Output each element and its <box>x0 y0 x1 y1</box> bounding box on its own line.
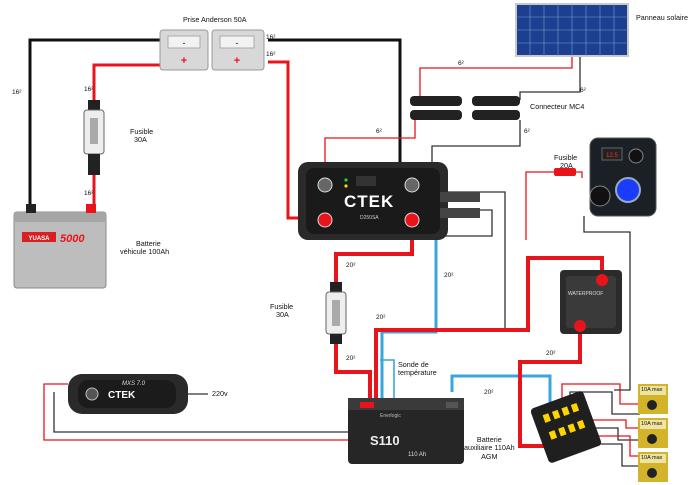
wire-black-load-3 <box>590 443 640 467</box>
mc4-label: Connecteur MC4 <box>530 102 585 111</box>
load-switch-3 <box>638 452 668 482</box>
wire-black-solar-mc4 <box>519 56 581 100</box>
wire-label-6-mc4-a: 6² <box>376 128 382 135</box>
battery-aux-line2: auxiliaire 110Ah <box>464 443 515 453</box>
aux-battery-brand: Enerlogic <box>380 413 401 419</box>
wire-red-fuse-small-b <box>574 171 583 178</box>
fuse-top-label: Fusible 30A <box>130 127 154 145</box>
load-switch-1 <box>638 384 668 414</box>
anderson-label: Prise Anderson 50A <box>183 15 247 24</box>
wire-black-usb <box>583 216 631 391</box>
wire-label-20-battery: 20² <box>346 355 356 362</box>
wire-red-load-3 <box>590 435 640 457</box>
wire-blue-battery-distrib <box>450 374 552 410</box>
battery-vehicle-label: Batterie véhicule 100Ah <box>120 239 170 257</box>
wire-label-20-red: 20² <box>376 314 386 321</box>
load-rating-3: 10A max <box>641 455 663 461</box>
wire-red-battery-breaker <box>374 256 604 402</box>
aux-battery <box>348 398 464 464</box>
battery-vehicle-line2: véhicule 100Ah <box>120 247 170 257</box>
wire-label-16-fuse-bot: 16² <box>84 190 94 197</box>
wire-label-20-blue-b: 20² <box>484 389 494 396</box>
load-switch-2 <box>638 418 668 448</box>
wire-red-solar-mc4 <box>419 56 573 98</box>
temp-probe-line1: Sonde de <box>398 360 429 369</box>
circuit-breaker <box>560 270 622 334</box>
fuse-top <box>83 100 105 175</box>
wire-red-mc4-ctek <box>324 120 416 185</box>
wire-blue-probe <box>380 359 395 402</box>
charger-voltage-label: 220v <box>212 389 228 398</box>
load-rating-1: 10A max <box>641 387 663 393</box>
wire-red-fuse-small <box>525 171 556 240</box>
wire-label-6-solar-a: 6² <box>458 60 464 67</box>
svg-text:+: + <box>181 55 187 67</box>
wire-black-battery-anderson <box>28 38 160 212</box>
mc4-connectors <box>410 96 520 120</box>
wire-label-16-fuse-top: 16² <box>84 86 94 93</box>
battery-aux-line1: Batterie <box>476 435 502 444</box>
svg-text:12.5: 12.5 <box>606 153 618 159</box>
anderson-plug: - - + + <box>159 29 265 71</box>
dcdc-brand: CTEK <box>344 192 395 211</box>
temp-probe-line2: température <box>398 368 437 378</box>
fuse-mid <box>325 282 347 344</box>
fuse-small-label: Fusible 20A <box>554 153 578 171</box>
temp-probe-label: Sonde de température <box>398 360 437 378</box>
charger-brand: CTEK <box>108 390 136 401</box>
wire-label-16-left: 16² <box>12 89 22 96</box>
vehicle-battery: YUASA <box>13 204 107 289</box>
solar-panel <box>515 3 629 57</box>
fuse-block <box>530 391 602 463</box>
svg-text:+: + <box>234 55 240 67</box>
battery-vehicle-line1: Batterie <box>136 239 161 248</box>
wire-label-20-fuse: 20² <box>346 262 356 269</box>
aux-battery-model: S110 <box>370 433 400 448</box>
svg-text:-: - <box>236 38 239 48</box>
ctek-dcdc-charger <box>298 162 480 240</box>
svg-text:-: - <box>183 38 186 48</box>
yuasa-model: 5000 <box>60 233 85 245</box>
fuse-small <box>554 168 576 176</box>
breaker-text: WATERPROOF <box>568 291 604 297</box>
wire-red-fuse-anderson <box>92 63 160 100</box>
wire-label-6-mc4-b: 6² <box>524 128 530 135</box>
battery-aux-line3: AGM <box>481 451 498 461</box>
load-rating-2: 10A max <box>641 421 663 427</box>
fuse-mid-rating: 30A <box>276 310 289 320</box>
dcdc-model: D250SA <box>360 215 379 221</box>
fuse-top-name: Fusible <box>130 127 154 136</box>
usb-panel: 12.5 <box>589 137 657 217</box>
fuse-top-rating: 30A <box>134 135 147 145</box>
wire-label-16-anderson-b: 16² <box>266 51 276 58</box>
ctek-mxs-charger <box>68 374 188 414</box>
svg-text:YUASA: YUASA <box>28 236 50 242</box>
wire-black-load-2 <box>590 427 640 441</box>
wire-label-6-solar-b: 6² <box>580 87 586 94</box>
wire-red-fuse-battery <box>334 344 372 402</box>
battery-aux-label: Batterie auxiliaire 110Ah AGM <box>464 435 515 461</box>
wire-red-load-1 <box>561 383 640 405</box>
fuse-small-rating: 20A <box>560 161 573 171</box>
wire-label-16-anderson-a: 16² <box>266 34 276 41</box>
charger-model: MXS 7.0 <box>122 381 146 387</box>
aux-battery-cap: 110 Ah <box>408 452 427 458</box>
fuse-mid-name: Fusible <box>270 302 294 311</box>
wire-label-20-breaker: 20² <box>546 350 556 357</box>
solar-label: Panneau solaire <box>636 13 688 22</box>
fuse-small-name: Fusible <box>554 153 578 162</box>
fuse-mid-label: Fusible 30A <box>270 302 294 320</box>
wire-red-breaker-distrib <box>518 330 582 448</box>
wire-label-20-blue-a: 20² <box>444 272 454 279</box>
wire-red-load-2 <box>590 419 640 429</box>
